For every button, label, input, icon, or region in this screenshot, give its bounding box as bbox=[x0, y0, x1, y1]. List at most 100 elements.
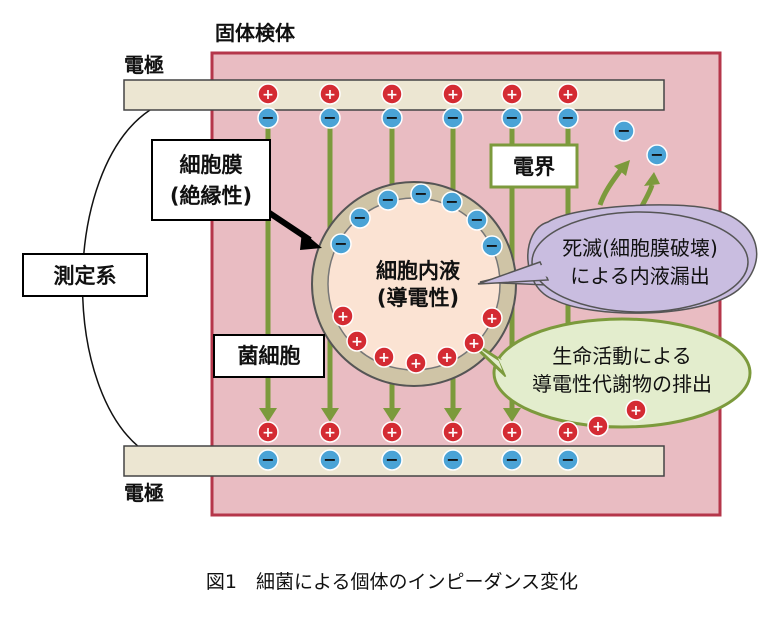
negative-ion bbox=[557, 107, 579, 129]
negative-ion bbox=[441, 191, 463, 213]
positive-ion-sign: + bbox=[506, 425, 518, 441]
negative-ion-sign: − bbox=[414, 184, 427, 203]
positive-ion bbox=[257, 421, 279, 443]
negative-ion-sign: − bbox=[617, 121, 630, 140]
negative-ion-sign: − bbox=[323, 450, 336, 469]
negative-ion bbox=[613, 120, 635, 142]
negative-ion bbox=[330, 233, 352, 255]
positive-ion bbox=[442, 83, 464, 105]
positive-ion bbox=[557, 83, 579, 105]
positive-ion-sign: + bbox=[562, 425, 574, 441]
electrode-top-label: 電極 bbox=[124, 53, 164, 77]
negative-ion bbox=[557, 449, 579, 471]
negative-ion-sign: − bbox=[385, 108, 398, 127]
membrane-pointer-head bbox=[300, 231, 322, 250]
negative-ion bbox=[381, 107, 403, 129]
intracellular-fluid-line1: 細胞内液 bbox=[376, 259, 460, 283]
positive-ion bbox=[257, 83, 279, 105]
positive-ion bbox=[442, 421, 464, 443]
electric-field-label: 電界 bbox=[513, 155, 555, 179]
positive-ion bbox=[319, 421, 341, 443]
negative-ion bbox=[442, 107, 464, 129]
field-arrowhead bbox=[383, 408, 401, 422]
positive-ion bbox=[373, 346, 395, 368]
positive-ion-sign: + bbox=[447, 425, 459, 441]
positive-ion-sign: + bbox=[562, 87, 574, 103]
negative-ion-sign: − bbox=[381, 190, 394, 209]
escape-arrowhead bbox=[644, 172, 660, 186]
negative-ion bbox=[257, 449, 279, 471]
negative-ion bbox=[481, 235, 503, 257]
negative-ion-sign: − bbox=[446, 108, 459, 127]
positive-ion bbox=[625, 399, 647, 421]
positive-ion-sign: + bbox=[447, 87, 459, 103]
life-bubble-tail-cover bbox=[498, 358, 512, 378]
membrane-label-line1: 細胞膜 bbox=[180, 153, 243, 177]
positive-ion-sign: + bbox=[324, 425, 336, 441]
death-bubble-line1: 死滅(細胞膜破壊) bbox=[562, 236, 718, 260]
negative-ion-sign: − bbox=[261, 108, 274, 127]
escape-arrowhead bbox=[614, 160, 630, 176]
positive-ion bbox=[332, 305, 354, 327]
negative-ion-sign: − bbox=[470, 210, 483, 229]
life-bubble-body bbox=[492, 317, 752, 429]
positive-ion bbox=[463, 332, 485, 354]
negative-ion-sign: − bbox=[485, 236, 498, 255]
cell-negative-ions: − − − − − − − bbox=[330, 183, 503, 257]
positive-ion-sign: + bbox=[378, 350, 390, 366]
positive-ion-sign: + bbox=[351, 334, 363, 350]
field-arrowhead bbox=[321, 408, 339, 422]
positive-ion-sign: + bbox=[262, 425, 274, 441]
measurement-system-label: 測定系 bbox=[54, 264, 117, 288]
positive-ion bbox=[381, 83, 403, 105]
negative-ion-sign: − bbox=[505, 108, 518, 127]
negative-ion bbox=[646, 144, 668, 166]
positive-ion bbox=[346, 330, 368, 352]
field-arrowhead bbox=[503, 408, 521, 422]
death-bubble-body bbox=[531, 211, 749, 313]
positive-ion-sign: + bbox=[324, 87, 336, 103]
positive-ion bbox=[557, 421, 579, 443]
positive-ion-sign: + bbox=[337, 309, 349, 325]
negative-ion-sign: − bbox=[446, 450, 459, 469]
field-arrowhead bbox=[444, 408, 462, 422]
negative-ion bbox=[501, 107, 523, 129]
intracellular-fluid-line2: (導電性) bbox=[377, 286, 459, 310]
positive-ion-sign: + bbox=[468, 336, 480, 352]
bottom-negative-ions: − − − − − − bbox=[257, 449, 579, 471]
negative-ion-sign: − bbox=[650, 145, 663, 164]
top-positive-ions: + + + + + + bbox=[257, 83, 579, 105]
negative-ion-sign: − bbox=[353, 208, 366, 227]
negative-ion-sign: − bbox=[261, 450, 274, 469]
negative-ion bbox=[349, 207, 371, 229]
bacterial-cell-label-box bbox=[213, 334, 325, 378]
negative-ion bbox=[501, 449, 523, 471]
bacterial-cell-label: 菌細胞 bbox=[238, 344, 301, 368]
cell-positive-ions: + + + + + + + bbox=[332, 305, 503, 374]
positive-ion-sign: + bbox=[630, 403, 642, 419]
negative-ion bbox=[319, 107, 341, 129]
negative-ion-sign: − bbox=[505, 450, 518, 469]
negative-ion bbox=[381, 449, 403, 471]
excreted-positive-ions: + + bbox=[587, 399, 647, 437]
negative-ion bbox=[257, 107, 279, 129]
escaped-negative-ions: − − bbox=[613, 120, 668, 166]
electric-field-label-box bbox=[489, 143, 579, 189]
positive-ion-sign: + bbox=[410, 356, 422, 372]
positive-ion bbox=[481, 307, 503, 329]
field-arrowhead bbox=[259, 408, 277, 422]
top-negative-ions: − − − − − − bbox=[257, 107, 579, 129]
positive-ion-sign: + bbox=[386, 425, 398, 441]
positive-ion bbox=[319, 83, 341, 105]
positive-ion bbox=[501, 421, 523, 443]
membrane-label-box bbox=[151, 139, 271, 221]
figure-caption: 図1 細菌による個体のインピーダンス変化 bbox=[206, 571, 578, 593]
life-bubble-line2: 導電性代謝物の排出 bbox=[532, 372, 712, 396]
membrane-label-line2: (絶縁性) bbox=[170, 184, 252, 208]
negative-ion-sign: − bbox=[561, 450, 574, 469]
positive-ion-sign: + bbox=[386, 87, 398, 103]
positive-ion-sign: + bbox=[592, 419, 604, 435]
negative-ion bbox=[442, 449, 464, 471]
positive-ion bbox=[501, 83, 523, 105]
